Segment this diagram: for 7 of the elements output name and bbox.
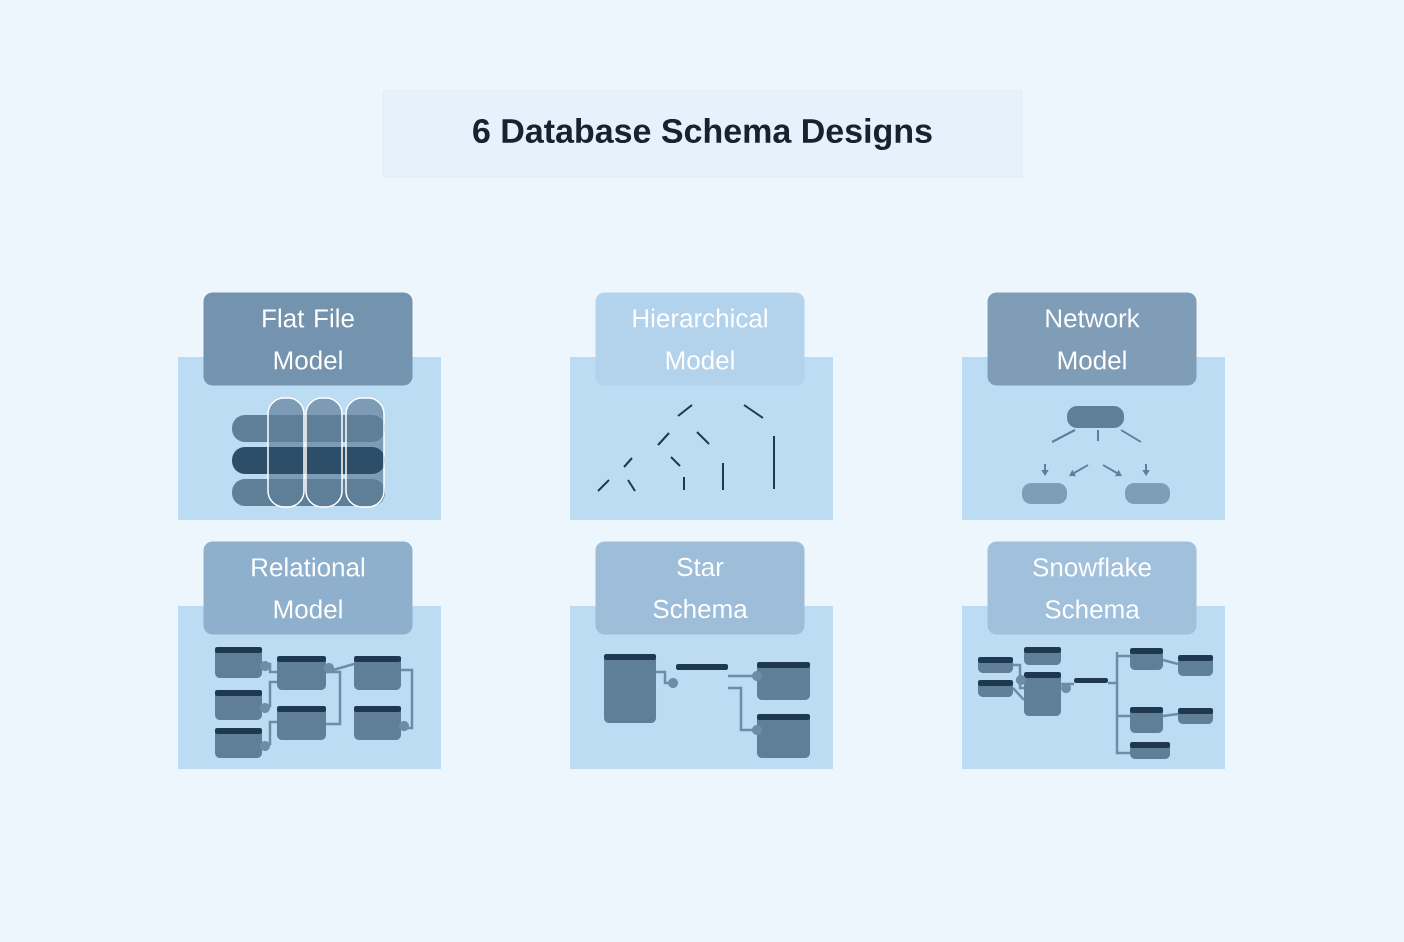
title-tab: Hierarchical Model <box>595 292 805 386</box>
title-tab: Snowflake Schema <box>987 541 1197 635</box>
title-tab: Star Schema <box>595 541 805 635</box>
title-tab: Flat File Model <box>203 292 413 386</box>
title-tab: Network Model <box>987 292 1197 386</box>
title-box: 6 Database Schema Designs <box>382 90 1023 178</box>
title-tab: Relational Model <box>203 541 413 635</box>
